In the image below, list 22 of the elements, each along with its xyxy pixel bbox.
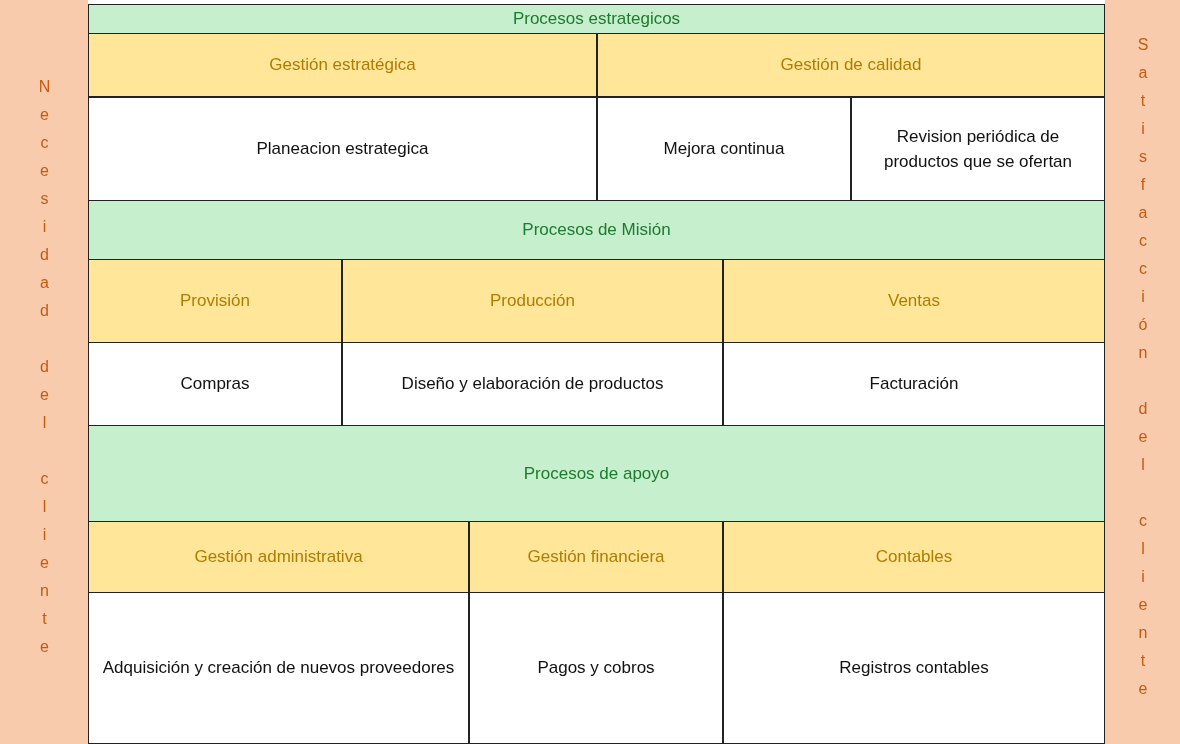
category-cell: Contables bbox=[723, 521, 1105, 593]
category-cell: Gestión administrativa bbox=[88, 521, 469, 593]
section-band: Procesos de Misión bbox=[88, 200, 1105, 260]
process-cell: Pagos y cobros bbox=[469, 592, 723, 744]
category-cell: Producción bbox=[342, 259, 723, 343]
process-cell: Mejora continua bbox=[597, 97, 851, 201]
process-cell: Diseño y elaboración de productos bbox=[342, 342, 723, 426]
process-cell: Registros contables bbox=[723, 592, 1105, 744]
category-cell: Gestión de calidad bbox=[597, 33, 1105, 97]
process-cell: Adquisición y creación de nuevos proveedores bbox=[88, 592, 469, 744]
category-cell: Gestión estratégica bbox=[88, 33, 597, 97]
process-cell: Facturación bbox=[723, 342, 1105, 426]
section-band: Procesos estrategicos bbox=[88, 4, 1105, 34]
process-cell: Revision periódica de productos que se ofertan bbox=[851, 97, 1105, 201]
process-cell: Compras bbox=[88, 342, 342, 426]
category-cell: Provisión bbox=[88, 259, 342, 343]
side-band: Necesidad del cliente bbox=[0, 0, 88, 744]
process-cell: Planeacion estrategica bbox=[88, 97, 597, 201]
section-band: Procesos de apoyo bbox=[88, 425, 1105, 522]
category-cell: Gestión financiera bbox=[469, 521, 723, 593]
category-cell: Ventas bbox=[723, 259, 1105, 343]
side-band: Satisfacción del cliente bbox=[1105, 0, 1180, 744]
